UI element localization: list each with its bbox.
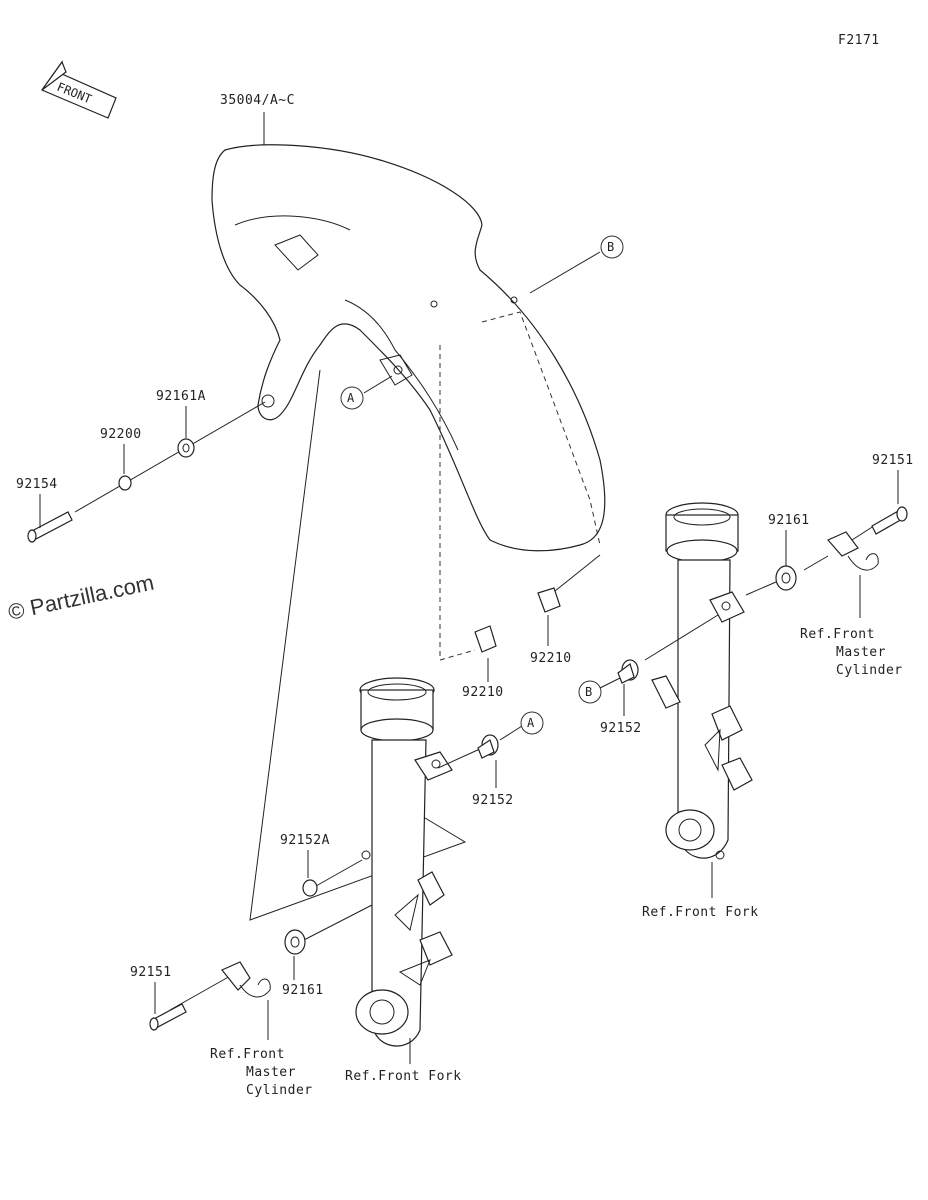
collar-92161a-icon	[177, 438, 195, 458]
label-bolt-a: 92152	[472, 793, 514, 808]
label-mc-left-1: Ref.Front	[210, 1047, 285, 1062]
label-mc-left-3: Cylinder	[246, 1083, 313, 1098]
master-cylinder-clamp-left-icon	[221, 961, 271, 998]
watermark: © Partzilla.com	[6, 570, 156, 625]
callout-a-bottom: A	[527, 716, 535, 730]
right-fork	[651, 502, 753, 860]
bolt-92154-icon	[27, 511, 73, 543]
bolt-92151-lower-icon	[149, 1003, 187, 1031]
label-washer: 92200	[100, 427, 142, 442]
label-collar-right: 92161	[768, 513, 810, 528]
nut-92210-left-icon	[474, 625, 497, 653]
front-arrow-icon: FRONT	[41, 60, 117, 119]
callout-b-bottom: B	[585, 685, 592, 699]
bolt-92152-b-icon	[617, 659, 639, 684]
nut-92210-right-icon	[537, 587, 561, 613]
label-fork-right: Ref.Front Fork	[642, 905, 759, 920]
bolt-92151-upper-icon	[871, 506, 908, 535]
label-fender: 35004/A~C	[220, 93, 295, 108]
left-fork	[355, 677, 453, 1047]
label-bolt-lower-left: 92151	[130, 965, 172, 980]
front-fender	[211, 144, 606, 552]
label-nut-right: 92210	[530, 651, 572, 666]
callout-b-top: B	[607, 240, 614, 254]
master-cylinder-clamp-right-icon	[827, 531, 879, 571]
label-nut-left: 92210	[462, 685, 504, 700]
label-bolt-upper-right: 92151	[872, 453, 914, 468]
bolt-92152-a-icon	[477, 734, 499, 759]
collar-92161-left-icon	[284, 929, 306, 955]
label-bolt-left: 92154	[16, 477, 58, 492]
label-mc-right-1: Ref.Front	[800, 627, 875, 642]
label-collar-2a: 92152A	[280, 833, 330, 848]
label-bolt-b: 92152	[600, 721, 642, 736]
label-mc-right-3: Cylinder	[836, 663, 903, 678]
label-collar-left: 92161	[282, 983, 324, 998]
label-mc-right-2: Master	[836, 645, 886, 660]
label-collar-a: 92161A	[156, 389, 206, 404]
collar-92161-right-icon	[775, 565, 797, 591]
callout-a-top: A	[347, 391, 355, 405]
label-mc-left-2: Master	[246, 1065, 296, 1080]
washer-92200-icon	[118, 475, 132, 491]
figure-code: F2171	[838, 33, 880, 48]
label-fork-left: Ref.Front Fork	[345, 1069, 462, 1084]
collar-92152a-icon	[302, 879, 318, 897]
